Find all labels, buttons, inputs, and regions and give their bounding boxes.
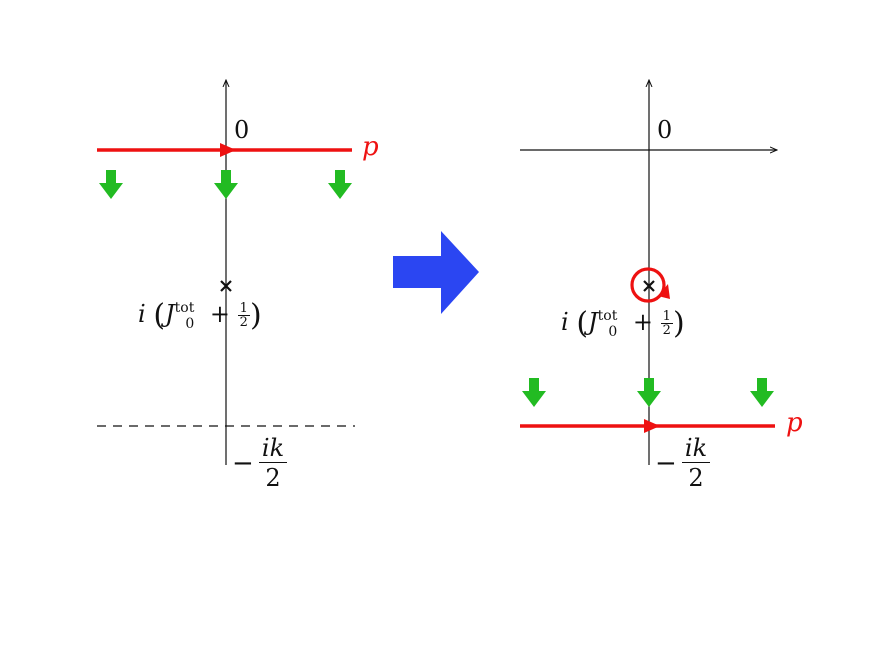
- right-residue-circle: [630, 267, 666, 303]
- left-shift-arrow-1: [99, 170, 123, 199]
- right-contour-arrowhead: [644, 419, 660, 433]
- right-shift-arrow-1: [522, 378, 546, 407]
- left-pole-cross-icon: [220, 280, 232, 292]
- right-pole-cross-icon: [643, 280, 655, 292]
- right-origin-label: 0: [657, 116, 673, 144]
- left-origin-label: 0: [234, 116, 250, 144]
- left-shift-arrow-2: [214, 170, 238, 199]
- transition-arrow-icon: [393, 231, 479, 314]
- left-panel: [97, 80, 355, 465]
- left-contour-arrowhead: [220, 143, 236, 157]
- right-shift-arrow-3: [750, 378, 774, 407]
- right-panel: [520, 80, 777, 465]
- right-contour-label: p: [786, 408, 803, 438]
- right-shift-arrow-2: [637, 378, 661, 407]
- left-shift-arrow-3: [328, 170, 352, 199]
- left-contour-label: p: [362, 132, 379, 162]
- right-residue-arrowhead: [658, 284, 670, 299]
